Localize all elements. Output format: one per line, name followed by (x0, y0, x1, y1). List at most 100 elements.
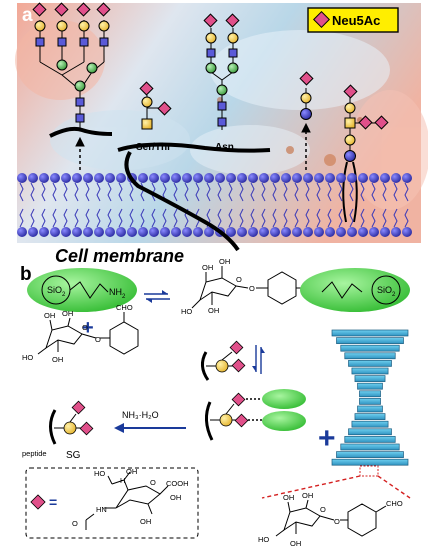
svg-text:OH: OH (208, 306, 219, 315)
lipid-tail (294, 182, 299, 202)
lipid-head (72, 227, 82, 237)
lipid-head (325, 227, 335, 237)
lipid-head (149, 173, 159, 183)
lipid-tail (239, 208, 244, 228)
disc-layer (351, 420, 389, 428)
lipid-bilayer (17, 173, 412, 237)
lipid-head (160, 173, 170, 183)
lipid-head (83, 173, 93, 183)
lipid-tail (63, 208, 68, 228)
lipid-tail (74, 208, 79, 228)
lipid-tail (173, 182, 178, 202)
lipid-tail (316, 208, 321, 228)
lipid-head (314, 173, 324, 183)
lipid-tail (41, 208, 46, 228)
svg-text:OH: OH (52, 355, 63, 364)
svg-text:OH: OH (283, 493, 294, 502)
lipid-head (160, 227, 170, 237)
lipid-tail (393, 208, 398, 228)
lipid-head (248, 227, 258, 237)
lipid-head (369, 173, 379, 183)
plus-sign-2: + (318, 422, 336, 455)
lipid-head (347, 227, 357, 237)
lipid-head (94, 173, 104, 183)
panel-a: a Neu5Ac (15, 2, 428, 266)
lipid-tail (118, 208, 123, 228)
neu5ac-legend-label: Neu5Ac (332, 13, 380, 28)
lipid-tail (239, 182, 244, 202)
lipid-tail (327, 208, 332, 228)
svg-text:OH: OH (170, 493, 181, 502)
lipid-head (17, 227, 27, 237)
lipid-tail (195, 182, 200, 202)
svg-text:O: O (249, 284, 255, 293)
lipid-tail (382, 208, 387, 228)
disc-layer (331, 458, 409, 466)
lipid-tail (52, 208, 57, 228)
lipid-head (391, 227, 401, 237)
lipid-tail (217, 182, 222, 202)
glycan-bi-antennary: Asn (203, 13, 240, 153)
immobilized-labels: OH OH HO OH O O N (181, 257, 320, 316)
svg-text:OH: OH (202, 263, 213, 272)
lipid-head (138, 173, 148, 183)
lipid-head (28, 227, 38, 237)
disc-layer (340, 344, 400, 352)
lipid-tail (19, 208, 24, 228)
lipid-tail (140, 182, 145, 202)
svg-text:OH: OH (290, 539, 301, 548)
lipid-head (50, 173, 60, 183)
disc-layer (354, 375, 386, 382)
lipid-head (380, 227, 390, 237)
glycan-lipid-branched (342, 84, 389, 223)
lipid-tail (63, 182, 68, 202)
plus-sign-1: + (82, 317, 94, 339)
disc-stack (331, 329, 409, 466)
disc-layer (344, 352, 396, 360)
lipid-head (17, 173, 27, 183)
lipid-head (105, 173, 115, 183)
elution-arrow: NH₃·H₂O (114, 410, 186, 433)
lipid-tail (283, 208, 288, 228)
lipid-head (402, 227, 412, 237)
glycan-lipid-short (299, 71, 314, 170)
lipid-tail (30, 182, 35, 202)
disc-layer (359, 390, 381, 398)
lipid-tail (393, 182, 398, 202)
lipid-tail (173, 208, 178, 228)
lipid-tail (129, 208, 134, 228)
lipid-tail (404, 208, 409, 228)
lipid-tail (305, 182, 310, 202)
lipid-head (358, 173, 368, 183)
site-label-asn: Asn (215, 142, 234, 153)
peptide-backbone (117, 142, 271, 153)
lipid-tail (316, 182, 321, 202)
lipid-head (28, 173, 38, 183)
lipid-tail (96, 182, 101, 202)
lipid-head (39, 227, 49, 237)
lipid-tail (338, 182, 343, 202)
lipid-tail (360, 208, 365, 228)
svg-text:HO: HO (94, 469, 105, 478)
lipid-tail (382, 182, 387, 202)
disc-layer (351, 367, 389, 375)
neu5ac-legend-icon (313, 11, 330, 28)
lipid-tail (338, 208, 343, 228)
lipid-head (358, 227, 368, 237)
lipid-head (226, 227, 236, 237)
lipid-head (347, 173, 357, 183)
lipid-head (182, 173, 192, 183)
svg-text:O: O (320, 505, 326, 514)
lipid-tail (206, 182, 211, 202)
equilibrium-arrow-horizontal (144, 290, 170, 303)
lipid-head (72, 173, 82, 183)
glycan-o-linked: Ser/Thr (136, 81, 172, 153)
lipid-tail (107, 208, 112, 228)
lipid-tail (327, 182, 332, 202)
lipid-tail (41, 182, 46, 202)
lipid-head (325, 173, 335, 183)
immobilized-aldehyde-glycoside (191, 266, 318, 309)
svg-text:O: O (82, 323, 88, 332)
lipid-tail (52, 182, 57, 202)
